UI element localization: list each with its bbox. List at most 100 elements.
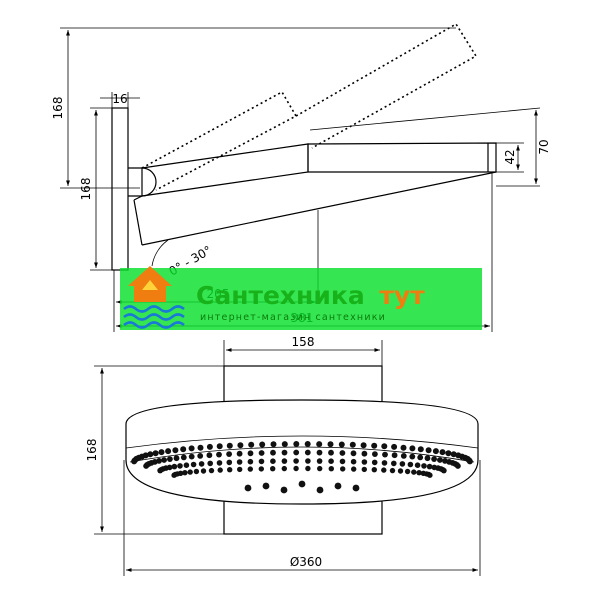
dim-text-168-inner: 168 xyxy=(79,178,93,201)
nozzle xyxy=(350,450,357,457)
nozzle xyxy=(200,468,207,474)
nozzle xyxy=(397,468,404,474)
nozzle xyxy=(259,441,266,448)
nozzle xyxy=(371,467,377,473)
nozzle xyxy=(381,460,388,466)
nozzle xyxy=(455,463,461,469)
nozzle xyxy=(317,465,323,472)
nozzle xyxy=(270,458,276,465)
nozzle xyxy=(391,443,398,450)
nozzle xyxy=(407,461,414,468)
nozzle xyxy=(270,449,276,456)
nozzle xyxy=(190,461,197,468)
arm-position-dotted-2 xyxy=(295,22,478,149)
nozzle xyxy=(361,450,368,457)
nozzle xyxy=(431,456,437,462)
nozzle xyxy=(389,467,396,474)
center-jet xyxy=(316,486,324,494)
shower-head-outline xyxy=(125,399,479,505)
front-view: 158 168 Ø360 xyxy=(85,335,481,576)
nozzle xyxy=(158,449,165,456)
nozzle xyxy=(198,461,205,467)
arm-bottom-edge xyxy=(133,195,143,201)
arm-front-edge xyxy=(141,171,497,246)
nozzle xyxy=(293,449,300,456)
nozzle xyxy=(180,454,187,461)
logo-waves-icon xyxy=(123,305,185,329)
nozzle xyxy=(466,458,473,465)
nozzle xyxy=(328,458,334,465)
nozzle xyxy=(316,441,323,448)
nozzle xyxy=(206,443,213,450)
nozzle xyxy=(247,458,254,465)
nozzle xyxy=(328,466,334,472)
arm-position-dotted-1 xyxy=(141,90,298,191)
nozzle xyxy=(293,458,299,464)
nozzle xyxy=(316,449,323,456)
nozzle xyxy=(351,466,357,472)
nozzle xyxy=(439,449,446,456)
nozzle xyxy=(361,459,368,465)
nozzle xyxy=(226,459,233,466)
nozzle xyxy=(400,453,407,459)
nozzle xyxy=(166,464,173,471)
nozzle xyxy=(147,451,154,458)
nozzle xyxy=(421,463,427,469)
nozzle xyxy=(281,441,288,448)
nozzle xyxy=(281,449,288,456)
nozzle xyxy=(427,472,433,478)
nozzle xyxy=(188,453,195,460)
nozzle xyxy=(305,465,311,472)
nozzle xyxy=(371,442,378,449)
nozzle xyxy=(409,453,416,460)
nozzle xyxy=(424,455,431,462)
nozzle xyxy=(180,446,187,453)
nozzle xyxy=(432,448,439,455)
nozzle xyxy=(414,462,421,469)
dim-text-42: 42 xyxy=(503,149,517,164)
nozzle xyxy=(177,470,184,476)
nozzle xyxy=(372,451,378,457)
dim-text-16: 16 xyxy=(112,92,127,106)
nozzle xyxy=(411,469,417,475)
arm-lower-body xyxy=(133,199,143,246)
nozzle xyxy=(426,463,433,470)
nozzle xyxy=(293,465,299,472)
nozzle xyxy=(188,445,195,452)
nozzle xyxy=(450,451,457,458)
watermark: Сантехника тут интернет-магазин сантехни… xyxy=(120,266,482,330)
nozzle xyxy=(381,467,387,473)
nozzle xyxy=(270,466,276,472)
dim-text-158: 158 xyxy=(292,335,315,349)
nozzle xyxy=(391,460,397,467)
nozzle xyxy=(381,443,388,450)
nozzle xyxy=(391,452,398,459)
nozzle xyxy=(207,460,213,467)
nozzle xyxy=(208,467,215,474)
nozzle xyxy=(216,460,223,466)
nozzle xyxy=(437,457,443,463)
nozzle xyxy=(417,454,424,461)
nozzle xyxy=(409,445,416,452)
nozzle xyxy=(197,444,204,451)
nozzle xyxy=(152,450,159,457)
shower-arm xyxy=(141,143,309,197)
nozzle xyxy=(216,443,223,450)
dim-text-70: 70 xyxy=(537,139,551,154)
nozzle xyxy=(327,441,334,448)
nozzle xyxy=(361,466,367,473)
nozzle xyxy=(227,467,233,473)
nozzle xyxy=(183,462,190,469)
watermark-title-main: Сантехника xyxy=(196,281,365,310)
center-jet xyxy=(352,484,360,492)
nozzle xyxy=(167,456,173,462)
ext-line-tube-outer-top xyxy=(309,107,541,131)
nozzle xyxy=(258,458,265,465)
nozzle xyxy=(400,444,407,451)
nozzle xyxy=(172,447,179,454)
nozzle xyxy=(197,453,204,459)
watermark-subtitle: интернет-магазин сантехники xyxy=(200,312,386,323)
nozzle xyxy=(270,441,277,448)
nozzle xyxy=(417,446,424,453)
